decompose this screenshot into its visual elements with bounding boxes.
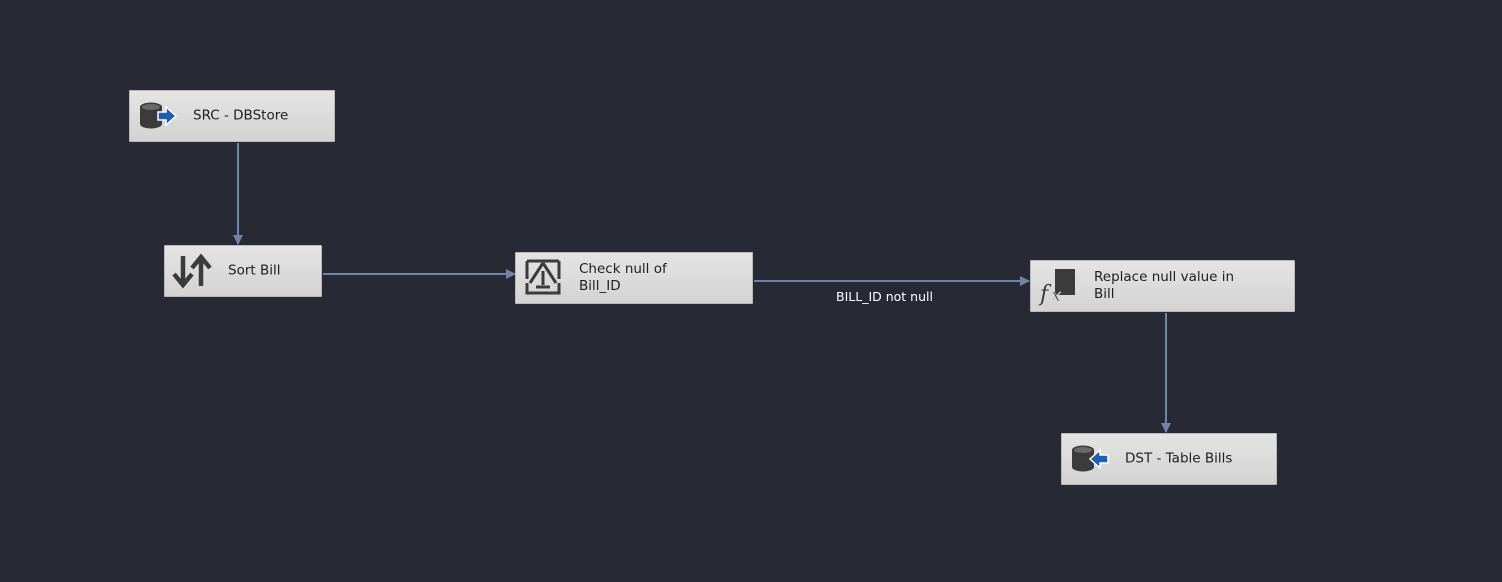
node-label: DST - Table Bills	[1125, 450, 1233, 467]
node-label: Check null of Bill_ID	[579, 261, 667, 295]
derived-column-icon: f x	[1038, 269, 1075, 307]
node-check-null-bill-id[interactable]: Check null of Bill_ID	[515, 252, 753, 304]
svg-text:f: f	[1038, 282, 1052, 307]
node-label-line-1: Replace null value in	[1094, 269, 1235, 285]
node-dst-table-bills[interactable]: DST - Table Bills	[1061, 433, 1277, 485]
conditional-split-icon	[525, 259, 561, 295]
node-replace-null-value[interactable]: f x Replace null value in Bill	[1030, 260, 1295, 312]
source-database-icon	[140, 102, 178, 129]
destination-database-icon	[1072, 445, 1109, 472]
node-label: SRC - DBStore	[193, 107, 289, 124]
node-sort-bill[interactable]: Sort Bill	[164, 245, 322, 297]
node-label: Sort Bill	[228, 262, 281, 279]
sort-icon	[172, 253, 212, 289]
node-label-line-2: Bill	[1094, 286, 1115, 302]
edge-label-bill-id-not-null: BILL_ID not null	[836, 289, 933, 304]
node-label-line-1: Check null of	[579, 261, 667, 277]
svg-text:x: x	[1051, 285, 1061, 306]
node-label-line-2: Bill_ID	[579, 278, 621, 294]
node-src-dbstore[interactable]: SRC - DBStore	[129, 90, 335, 142]
node-label: Replace null value in Bill	[1094, 269, 1234, 303]
